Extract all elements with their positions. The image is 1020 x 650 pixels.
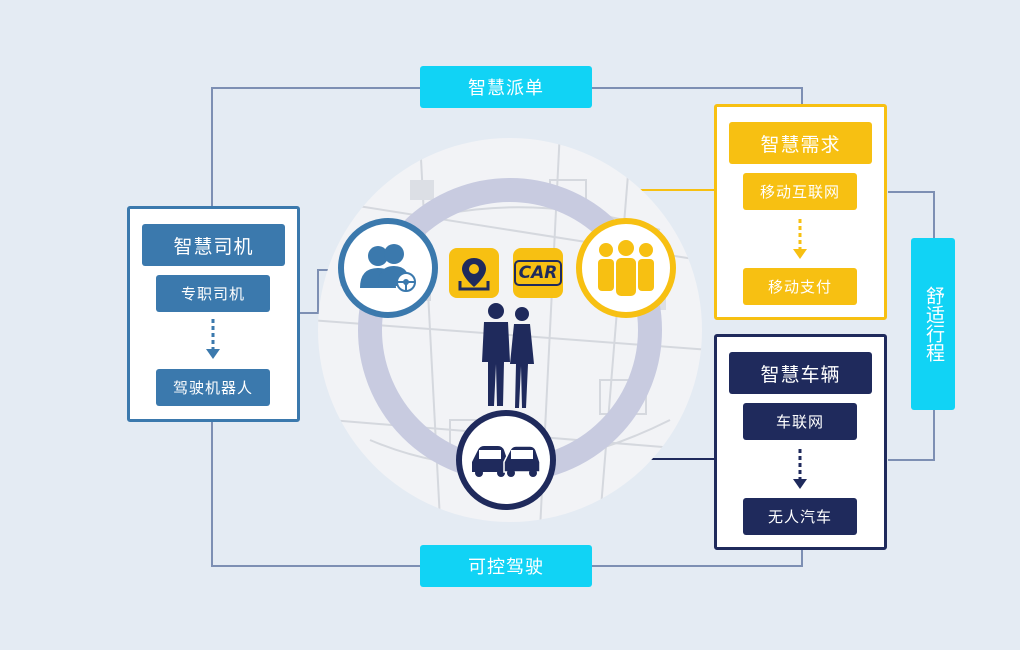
smart-vehicle-box: 智慧车辆 车联网 无人汽车: [714, 334, 887, 550]
car-app-text: CAR: [513, 260, 563, 286]
smart-vehicle-title: 智慧车辆: [729, 352, 872, 394]
smart-driver-title: 智慧司机: [142, 224, 285, 266]
comfortable-trip-label: 舒适行程: [911, 238, 955, 410]
smart-demand-box: 智慧需求 移动互联网 移动支付: [714, 104, 887, 320]
vehicle-step-1: 车联网: [743, 403, 857, 440]
drivers-icon: [338, 218, 438, 318]
smart-dispatch-label: 智慧派单: [420, 66, 592, 108]
demand-step-1: 移动互联网: [743, 173, 857, 210]
car-app-icon: CAR: [513, 248, 563, 298]
people-group-icon: [576, 218, 676, 318]
arrow-down-icon: [793, 449, 807, 489]
map-pin-app-icon: [449, 248, 499, 298]
demand-step-2: 移动支付: [743, 268, 857, 305]
arrow-down-icon: [793, 219, 807, 259]
two-cars-icon: [456, 410, 556, 510]
driver-step-1: 专职司机: [156, 275, 270, 312]
vehicle-step-2: 无人汽车: [743, 498, 857, 535]
arrow-down-icon: [206, 319, 220, 359]
smart-demand-title: 智慧需求: [729, 122, 872, 164]
couple-silhouette-icon: [482, 303, 534, 408]
smart-driver-box: 智慧司机 专职司机 驾驶机器人: [127, 206, 300, 422]
controllable-driving-label: 可控驾驶: [420, 545, 592, 587]
driver-step-2: 驾驶机器人: [156, 369, 270, 406]
